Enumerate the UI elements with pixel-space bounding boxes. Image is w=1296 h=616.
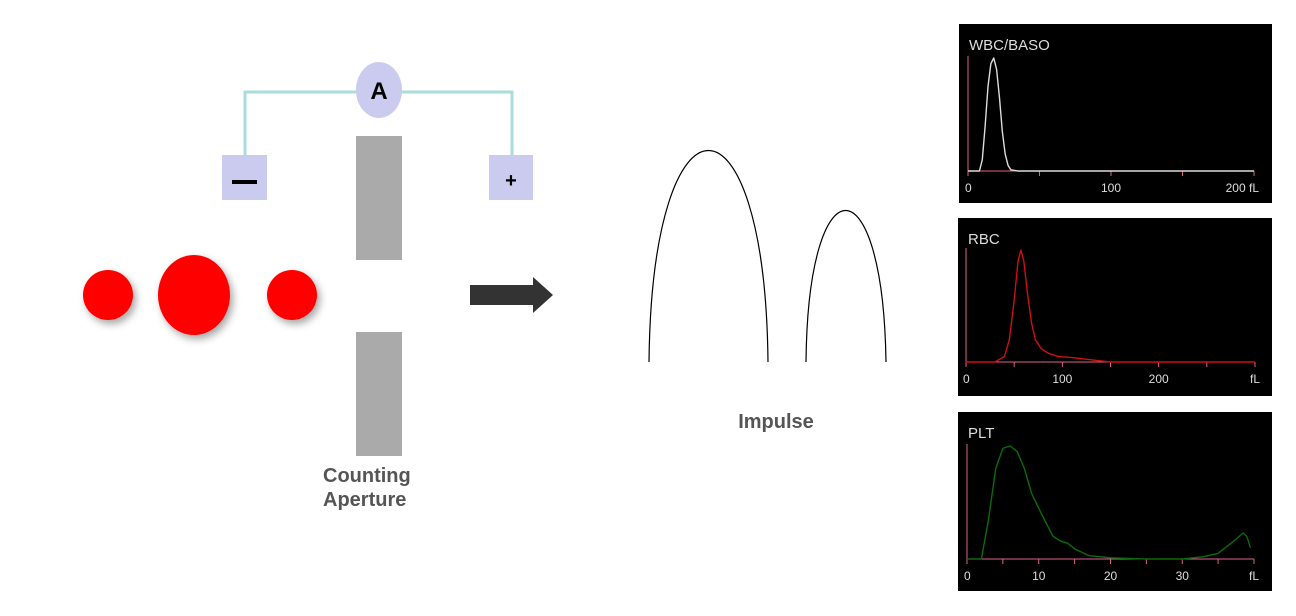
histogram-curve <box>966 249 1255 363</box>
x-tick-label: 200 <box>1149 372 1169 386</box>
histogram-curve <box>968 57 1254 172</box>
impulse-label: Impulse <box>738 411 814 433</box>
large-cell <box>158 255 230 335</box>
plus-label: + <box>505 170 517 192</box>
small-cell <box>83 270 133 320</box>
impulse-small <box>805 209 887 363</box>
chart-background <box>958 412 1272 591</box>
ammeter <box>356 62 402 118</box>
plt-histogram: PLT 0 10 20 30 fL <box>958 412 1272 591</box>
x-tick-label: 100 <box>1052 372 1072 386</box>
x-tick-label: 100 <box>1101 181 1121 195</box>
chart-background <box>959 24 1272 203</box>
x-tick-label: 10 <box>1032 569 1046 583</box>
x-tick-label: 30 <box>1176 569 1190 583</box>
impulse-large <box>648 150 769 363</box>
minus-icon <box>232 180 257 184</box>
x-tick-label: 0 <box>965 181 972 195</box>
chart-background <box>958 218 1272 396</box>
positive-electrode <box>489 155 533 200</box>
rbc-histogram: RBC 0 100 200 fL <box>958 218 1272 396</box>
aperture-label-line2: Aperture <box>323 489 406 511</box>
small-cell <box>267 270 317 320</box>
histogram-curve <box>967 445 1252 560</box>
x-tick-label: 20 <box>1104 569 1118 583</box>
wbc-baso-histogram: WBC/BASO 0 100 200 fL <box>959 24 1272 203</box>
x-tick-label: fL <box>1250 372 1260 386</box>
aperture-label-line1: Counting <box>323 465 411 487</box>
aperture-wall-bottom <box>356 332 402 456</box>
x-tick-label: fL <box>1249 569 1259 583</box>
x-tick-label: 0 <box>963 372 970 386</box>
ammeter-label: A <box>370 78 387 105</box>
x-tick-label: 0 <box>964 569 971 583</box>
chart-title: PLT <box>968 425 994 442</box>
negative-electrode <box>222 155 267 200</box>
chart-title: RBC <box>968 231 1000 248</box>
x-tick-label: 200 fL <box>1226 181 1260 195</box>
aperture-wall-top <box>356 136 402 260</box>
right-arrow-icon <box>470 277 553 313</box>
chart-title: WBC/BASO <box>969 37 1050 54</box>
